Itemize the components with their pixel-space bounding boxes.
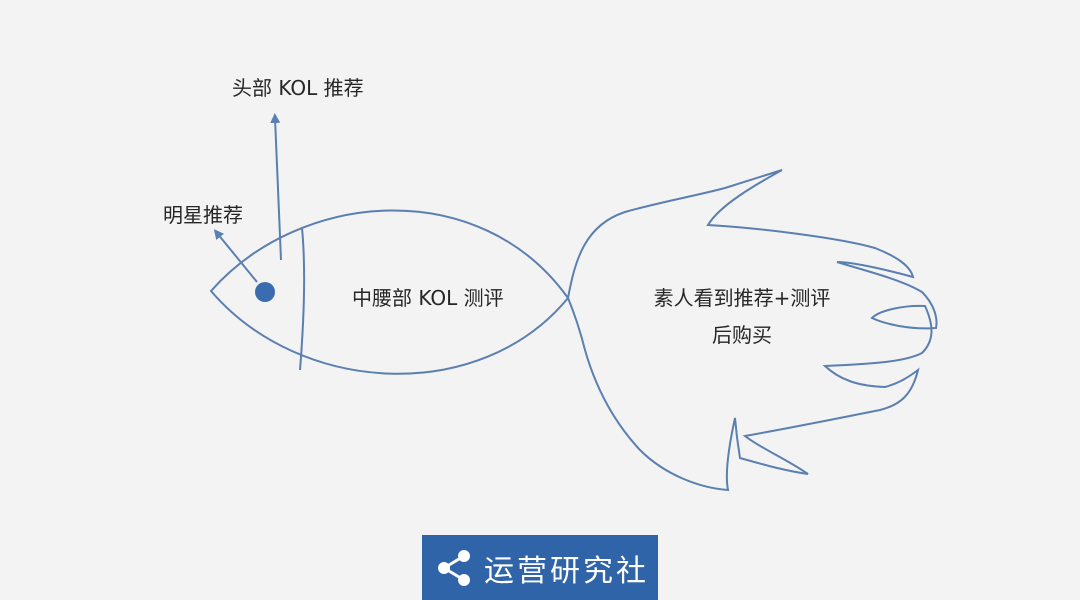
share-icon bbox=[438, 549, 470, 586]
fish-tail-outline bbox=[566, 169, 938, 492]
brand-logo: 运营研究社 bbox=[422, 535, 658, 600]
mid-kol-label: 中腰部 KOL 测评 bbox=[352, 286, 504, 310]
star-recommend-label: 明星推荐 bbox=[163, 203, 243, 227]
amateur-label-line2: 后购买 bbox=[712, 323, 772, 347]
head-kol-arrow bbox=[270, 113, 282, 261]
star-arrow bbox=[213, 229, 258, 283]
brand-logo-text: 运营研究社 bbox=[484, 553, 649, 589]
amateur-label-line1: 素人看到推荐+测评 bbox=[653, 286, 831, 310]
head-kol-label: 头部 KOL 推荐 bbox=[232, 76, 364, 100]
fish-gill-line bbox=[299, 227, 306, 371]
fish-eye bbox=[255, 282, 275, 302]
